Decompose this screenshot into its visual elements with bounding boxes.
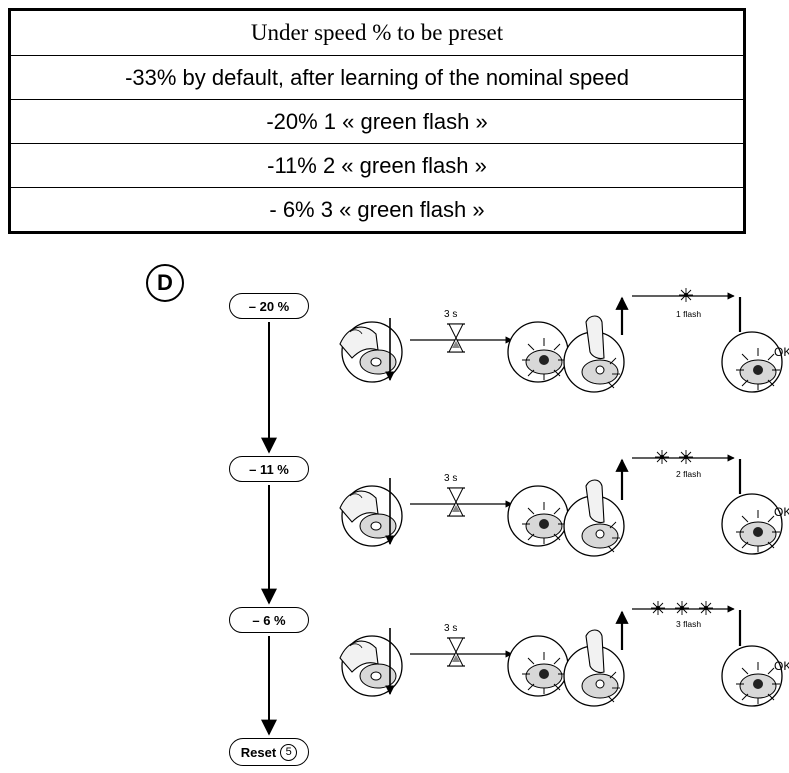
step-row-2 <box>339 449 783 557</box>
timer-label: 3 s <box>444 309 457 320</box>
table-row: -20% 1 « green flash » <box>11 99 743 143</box>
step-pill-20: – 20 % <box>229 293 309 319</box>
step-row-3 <box>339 600 783 707</box>
table-header: Under speed % to be preset <box>250 20 504 45</box>
section-badge-d: D <box>146 264 184 302</box>
flash-icon <box>678 449 694 465</box>
flash-icon <box>698 600 714 616</box>
step-pill-6: – 6 % <box>229 607 309 633</box>
flash-icon <box>678 287 694 303</box>
speed-preset-table: Under speed % to be preset -33% by defau… <box>8 8 746 234</box>
table-row: -11% 2 « green flash » <box>11 143 743 187</box>
flash-label: 1 flash <box>676 309 701 319</box>
flash-label: 3 flash <box>676 619 701 629</box>
step-row-1 <box>339 287 783 393</box>
flash-icon <box>674 600 690 616</box>
hourglass-icon <box>446 637 466 667</box>
reset-label: Reset <box>240 744 277 760</box>
reset-ref-number: 5 <box>280 743 298 761</box>
timer-label: 3 s <box>444 623 457 634</box>
ok-label: OK <box>774 505 789 519</box>
table-row: -33% by default, after learning of the n… <box>11 55 743 99</box>
flash-icon <box>650 600 666 616</box>
ok-label: OK <box>774 659 789 673</box>
flash-label: 2 flash <box>676 469 701 479</box>
reset-pill: Reset 5 <box>229 738 309 766</box>
timer-label: 3 s <box>444 473 457 484</box>
table-row: - 6% 3 « green flash » <box>11 187 743 231</box>
flash-icon <box>654 449 670 465</box>
hourglass-icon <box>446 323 466 353</box>
ok-label: OK <box>774 345 789 359</box>
step-pill-11: – 11 % <box>229 456 309 482</box>
hourglass-icon <box>446 487 466 517</box>
